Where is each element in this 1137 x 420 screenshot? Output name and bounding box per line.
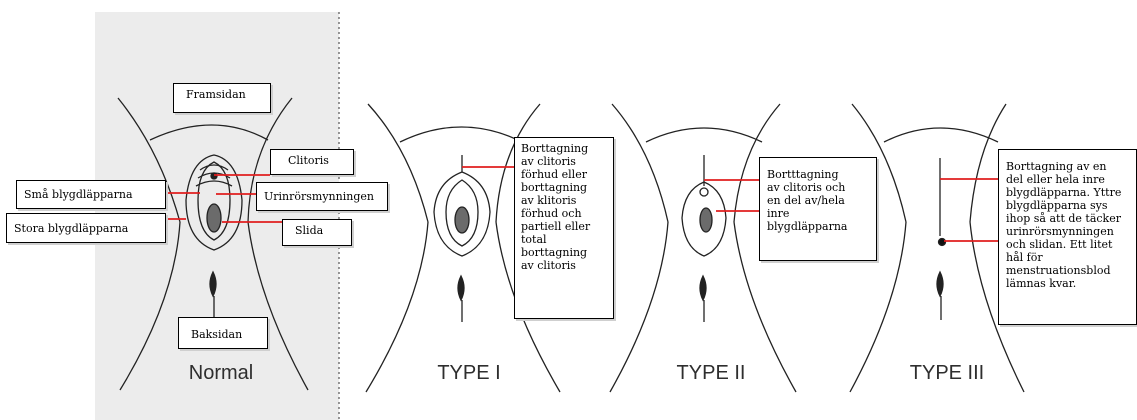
- label-urethra: Urinrörsmynningen: [256, 182, 388, 211]
- label-vagina: Slida: [282, 219, 352, 246]
- type-ii-description: Bortttagning av clitoris och en del av/h…: [759, 157, 877, 261]
- label-back: Baksidan: [178, 317, 268, 349]
- caption-type-i: TYPE I: [389, 362, 549, 385]
- type-i-description: Borttagning av clitoris förhud eller bor…: [514, 137, 614, 319]
- label-labia-majora: Stora blygdläpparna: [6, 213, 166, 243]
- label-clitoris: Clitoris: [270, 149, 354, 175]
- label-front: Framsidan: [173, 83, 271, 113]
- caption-type-iii: TYPE III: [867, 362, 1027, 385]
- caption-type-ii: TYPE II: [631, 362, 791, 385]
- type-iii-description: Borttagning av en del eller hela inre bl…: [998, 149, 1137, 325]
- caption-normal: Normal: [141, 362, 301, 385]
- label-labia-minora: Små blygdläpparna: [16, 180, 166, 209]
